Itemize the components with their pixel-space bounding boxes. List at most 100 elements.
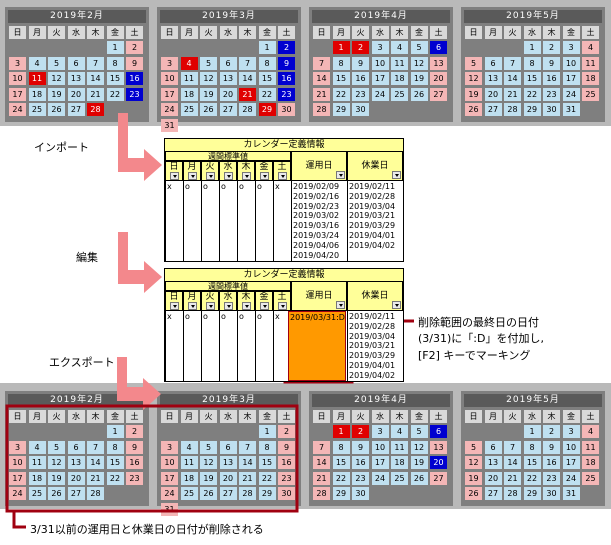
day-cell[interactable]: 15 [332, 456, 350, 469]
filter-dropdown-icon[interactable] [206, 302, 215, 310]
day-cell[interactable]: 20 [484, 471, 502, 485]
day-cell[interactable]: 17 [161, 471, 178, 485]
day-cell[interactable]: 12 [410, 56, 428, 70]
day-cell[interactable]: 17 [161, 87, 178, 101]
day-cell[interactable]: 26 [200, 487, 217, 500]
day-cell[interactable]: 8 [106, 56, 124, 70]
day-cell[interactable]: 26 [48, 487, 65, 500]
day-cell[interactable]: 31 [562, 103, 580, 116]
day-cell[interactable]: 22 [332, 471, 350, 485]
day-cell[interactable]: 1 [106, 41, 124, 54]
filter-dropdown-icon[interactable] [188, 302, 197, 310]
day-cell[interactable]: 20 [67, 471, 85, 485]
day-cell[interactable]: 10 [371, 440, 389, 454]
day-cell[interactable]: 23 [126, 471, 143, 485]
day-cell[interactable]: 25 [582, 87, 599, 101]
day-cell[interactable]: 16 [352, 456, 369, 469]
day-cell[interactable]: 5 [48, 440, 65, 454]
day-cell[interactable]: 17 [371, 72, 389, 85]
day-cell[interactable]: 19 [48, 471, 65, 485]
day-cell[interactable]: 3 [161, 440, 178, 454]
day-cell[interactable]: 7 [87, 440, 104, 454]
day-cell[interactable]: 24 [161, 487, 178, 500]
day-cell[interactable]: 29 [258, 487, 276, 500]
day-cell[interactable]: 13 [67, 72, 85, 85]
day-cell[interactable]: 10 [562, 440, 580, 454]
day-cell[interactable]: 21 [313, 471, 330, 485]
day-cell[interactable]: 12 [200, 456, 217, 469]
day-cell[interactable]: 7 [87, 56, 104, 70]
day-cell[interactable]: 8 [106, 440, 124, 454]
day-cell[interactable]: 11 [28, 456, 46, 469]
day-cell[interactable]: 16 [278, 72, 295, 85]
day-cell[interactable]: 2 [352, 41, 369, 54]
day-cell[interactable]: 18 [28, 471, 46, 485]
day-cell[interactable]: 5 [48, 56, 65, 70]
day-cell[interactable]: 17 [562, 72, 580, 85]
day-cell[interactable]: 19 [465, 87, 482, 101]
day-cell[interactable]: 5 [410, 41, 428, 54]
day-cell[interactable]: 5 [410, 425, 428, 438]
day-cell[interactable]: 1 [523, 41, 541, 54]
day-cell[interactable]: 9 [352, 440, 369, 454]
filter-dropdown-icon[interactable] [336, 171, 345, 179]
day-cell[interactable]: 23 [543, 471, 560, 485]
day-cell[interactable]: 20 [430, 456, 447, 469]
day-cell[interactable]: 18 [582, 456, 599, 469]
day-cell[interactable]: 23 [126, 87, 143, 101]
day-cell[interactable]: 9 [126, 56, 143, 70]
day-cell[interactable]: 20 [219, 87, 237, 101]
day-cell[interactable]: 23 [352, 87, 369, 101]
day-cell[interactable]: 4 [180, 440, 198, 454]
day-cell[interactable]: 11 [180, 72, 198, 85]
filter-dropdown-icon[interactable] [336, 301, 345, 309]
day-cell[interactable]: 22 [106, 87, 124, 101]
day-cell[interactable]: 13 [219, 72, 237, 85]
day-cell[interactable]: 13 [430, 56, 447, 70]
day-cell[interactable]: 28 [504, 103, 521, 116]
day-cell[interactable]: 22 [258, 471, 276, 485]
day-cell[interactable]: 6 [67, 56, 85, 70]
day-cell[interactable]: 19 [410, 456, 428, 469]
day-cell[interactable]: 20 [430, 72, 447, 85]
day-cell[interactable]: 10 [161, 72, 178, 85]
day-cell[interactable]: 24 [562, 87, 580, 101]
day-cell[interactable]: 1 [258, 41, 276, 54]
day-cell[interactable]: 12 [48, 456, 65, 469]
filter-dropdown-icon[interactable] [260, 172, 269, 180]
day-cell[interactable]: 26 [465, 487, 482, 500]
day-cell[interactable]: 26 [410, 87, 428, 101]
day-cell[interactable]: 24 [562, 471, 580, 485]
day-cell[interactable]: 16 [278, 456, 295, 469]
day-cell[interactable]: 7 [239, 440, 256, 454]
day-cell[interactable]: 22 [106, 471, 124, 485]
day-cell[interactable]: 4 [582, 425, 599, 438]
day-cell[interactable]: 30 [278, 487, 295, 500]
day-cell[interactable]: 4 [180, 56, 198, 70]
day-cell[interactable]: 21 [87, 87, 104, 101]
day-cell[interactable]: 18 [391, 72, 408, 85]
filter-dropdown-icon[interactable] [242, 302, 251, 310]
day-cell[interactable]: 1 [523, 425, 541, 438]
filter-dropdown-icon[interactable] [170, 172, 179, 180]
day-cell[interactable]: 26 [410, 471, 428, 485]
day-cell[interactable]: 14 [87, 72, 104, 85]
day-cell[interactable]: 22 [523, 471, 541, 485]
day-cell[interactable]: 14 [239, 456, 256, 469]
filter-dropdown-icon[interactable] [278, 302, 287, 310]
day-cell[interactable]: 24 [371, 87, 389, 101]
day-cell[interactable]: 25 [28, 487, 46, 500]
day-cell[interactable]: 30 [543, 487, 560, 500]
day-cell[interactable]: 2 [352, 425, 369, 438]
day-cell[interactable]: 9 [352, 56, 369, 70]
day-cell[interactable]: 25 [28, 103, 46, 116]
day-cell[interactable]: 11 [582, 56, 599, 70]
day-cell[interactable]: 14 [313, 72, 330, 85]
filter-dropdown-icon[interactable] [206, 172, 215, 180]
day-cell[interactable]: 22 [258, 87, 276, 101]
day-cell[interactable]: 2 [278, 41, 295, 54]
day-cell[interactable]: 28 [313, 103, 330, 116]
day-cell[interactable]: 16 [126, 72, 143, 85]
day-cell[interactable]: 15 [106, 72, 124, 85]
day-cell[interactable]: 12 [48, 72, 65, 85]
